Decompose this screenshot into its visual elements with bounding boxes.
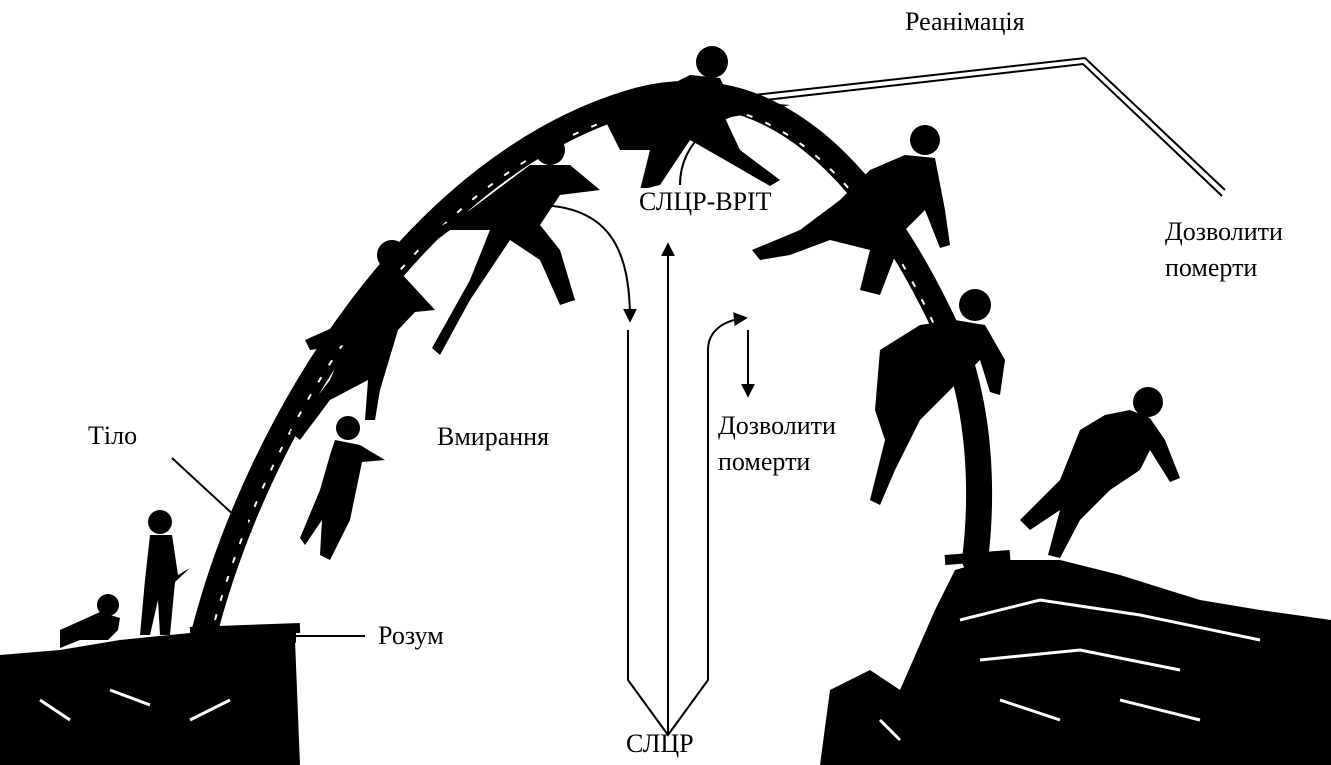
- right-cliff: [820, 560, 1331, 765]
- figure-crawling-baby: [60, 594, 120, 648]
- cpr-shaft: [628, 318, 745, 735]
- label-cpr-brit: СЛЦР-ВРІТ: [637, 188, 774, 217]
- label-cpr: СЛЦР: [626, 730, 694, 759]
- label-dying: Вмирання: [437, 423, 549, 452]
- label-body: Тіло: [88, 422, 137, 451]
- label-reanimation: Реанімація: [905, 8, 1025, 37]
- figure-stooped-elder: [1020, 387, 1180, 558]
- label-allow-die-right-line2: померти: [1165, 254, 1257, 283]
- label-allow-die-center-line1: Дозволити: [718, 412, 836, 441]
- label-allow-die-right-line1: Дозволити: [1165, 218, 1283, 247]
- figure-child: [300, 416, 385, 560]
- figure-toddler: [140, 510, 190, 635]
- body-arrow: [172, 458, 250, 530]
- label-allow-die-center-line2: померти: [718, 448, 810, 477]
- figure-youth: [290, 240, 435, 440]
- label-mind: Розум: [378, 622, 444, 651]
- left-cliff: [0, 628, 300, 765]
